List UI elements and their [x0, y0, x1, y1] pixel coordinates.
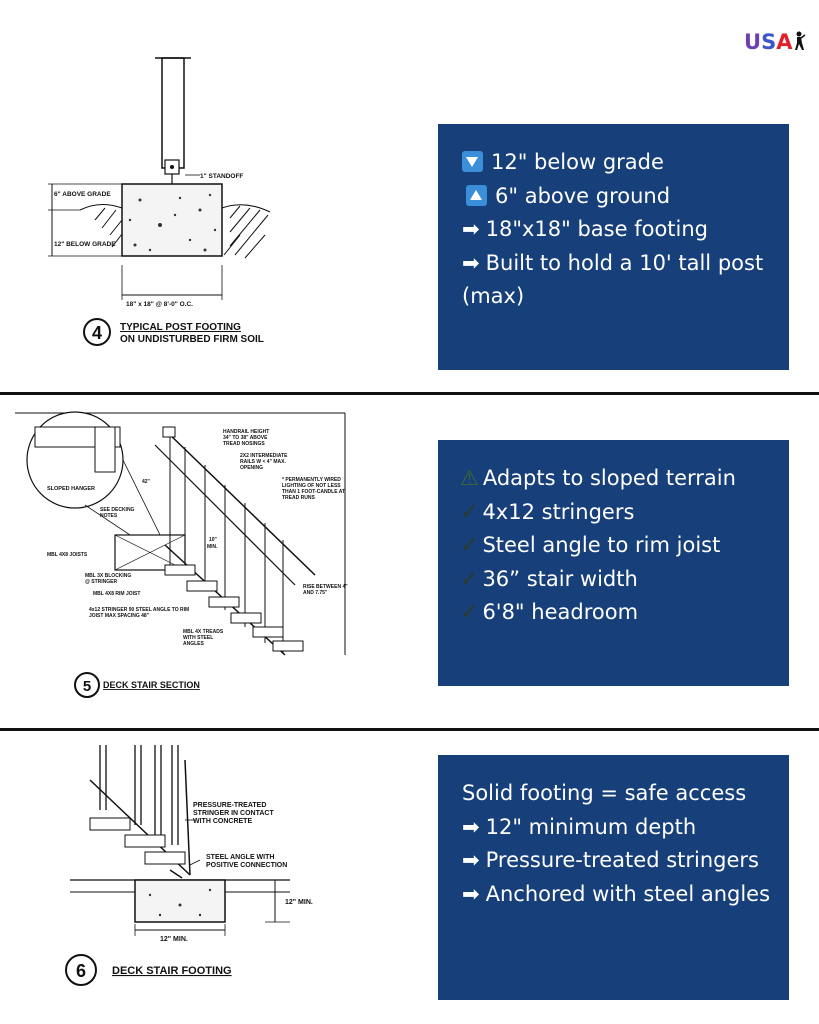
svg-text:LIGHTING OF NOT LESS: LIGHTING OF NOT LESS: [282, 483, 341, 489]
info-row: ✓36” stair width: [460, 566, 638, 592]
logo-letter-s: S: [761, 30, 777, 54]
diagram-title: DECK STAIR FOOTING: [112, 965, 232, 977]
usa-logo: USA: [744, 30, 806, 54]
stair-footing-info-panel: Solid footing = safe access ➡12" minimum…: [438, 755, 789, 1000]
info-row: 12" below grade: [462, 146, 779, 180]
svg-text:JOIST MAX SPACING 48": JOIST MAX SPACING 48": [89, 613, 150, 619]
sloped-hanger-note: SLOPED HANGER: [47, 486, 95, 492]
standoff-note: 1" STANDOFF: [200, 173, 243, 180]
svg-text:NOTES: NOTES: [100, 513, 118, 519]
pressure-treated-note: PRESSURE-TREATED: [193, 802, 266, 809]
info-row: ➡Anchored with steel angles: [462, 878, 779, 912]
svg-text:STRINGER IN CONTACT: STRINGER IN CONTACT: [193, 810, 274, 817]
lighting-note: * PERMANENTLY WIRED: [282, 477, 341, 483]
joists-note: MBL 4X8 JOISTS: [47, 552, 88, 558]
right-arrow-icon: ➡: [462, 217, 480, 241]
svg-text:POSITIVE CONNECTION: POSITIVE CONNECTION: [206, 862, 287, 869]
svg-text:TREAD RUNS: TREAD RUNS: [282, 495, 315, 501]
info-row: ✓6'8" headroom: [460, 600, 639, 625]
svg-text:34" TO 38" ABOVE: 34" TO 38" ABOVE: [223, 435, 268, 441]
info-row: Solid footing = safe access: [462, 781, 747, 805]
deck-stair-section-diagram: SLOPED HANGER HANDRAIL HEIGHT 34" TO 38"…: [15, 411, 348, 698]
post-footing-diagram: 1" STANDOFF 6" ABOVE GRADE 12" BELOW GRA…: [48, 57, 271, 346]
up-arrow-box-icon: [466, 184, 487, 206]
handrail-note: HANDRAIL HEIGHT: [223, 429, 269, 435]
check-icon: ✓: [460, 566, 479, 592]
right-arrow-icon: ➡: [462, 814, 480, 839]
above-grade-note: 6" ABOVE GRADE: [54, 191, 111, 198]
svg-text:@ STRINGER: @ STRINGER: [85, 579, 117, 585]
svg-text:WITH STEEL: WITH STEEL: [183, 635, 213, 641]
info-row: ➡12" minimum depth: [462, 811, 779, 845]
logo-letter-a: A: [776, 30, 793, 54]
info-row: ➡18"x18" base footing: [462, 213, 779, 247]
section-divider: [0, 392, 819, 395]
check-icon: ✓: [460, 499, 479, 525]
info-row: ➡Built to hold a 10' tall post (max): [462, 247, 779, 314]
diagram-subtitle: ON UNDISTURBED FIRM SOIL: [120, 334, 264, 345]
below-grade-note: 12" BELOW GRADE: [54, 241, 116, 248]
steel-angle-note: STEEL ANGLE WITH: [206, 854, 274, 861]
down-arrow-box-icon: [462, 151, 483, 172]
worker-figure-icon: [795, 31, 806, 50]
info-row: ✓Steel angle to rim joist: [460, 533, 721, 558]
height-note: 42": [142, 479, 151, 485]
rise-note: RISE BETWEEN 4": [303, 584, 348, 590]
stair-section-info-panel: ⚠Adapts to sloped terrain ✓4x12 stringer…: [438, 440, 789, 686]
tread-min-note: 10": [209, 537, 218, 543]
svg-text:ANGLES: ANGLES: [183, 641, 205, 647]
treads-note: MBL 4X TREADS: [183, 629, 224, 635]
logo-letter-u: U: [744, 30, 762, 54]
svg-text:TREAD NOSINGS: TREAD NOSINGS: [223, 441, 265, 447]
decking-note: SEE DECKING: [100, 507, 135, 513]
footing-dimension-note: 18" x 18" @ 8'-0" O.C.: [126, 301, 193, 308]
post-footing-info-panel: 12" below grade 6" above ground ➡18"x18"…: [438, 124, 789, 370]
width-min-note: 12" MIN.: [160, 936, 188, 943]
section-number: 5: [83, 678, 91, 695]
diagram-title: TYPICAL POST FOOTING: [120, 322, 241, 333]
warning-icon: ⚠: [460, 466, 479, 490]
depth-min-note: 12" MIN.: [285, 899, 313, 906]
stringer-note: 4x12 STRINGER 90 STEEL ANGLE TO RIM: [89, 607, 189, 613]
right-arrow-icon: ➡: [462, 881, 480, 906]
check-icon: ✓: [460, 533, 479, 558]
intermediate-rails-note: 2X2 INTERMEDIATE: [240, 453, 288, 459]
svg-text:RAILS W < 4" MAX.: RAILS W < 4" MAX.: [240, 459, 286, 465]
info-row: 6" above ground: [462, 180, 779, 214]
deck-stair-footing-diagram: PRESSURE-TREATED STRINGER IN CONTACT WIT…: [65, 745, 313, 986]
svg-text:WITH CONCRETE: WITH CONCRETE: [193, 818, 252, 825]
blocking-note: MBL 3X BLOCKING: [85, 573, 131, 579]
right-arrow-icon: ➡: [462, 848, 480, 872]
info-row: ➡Pressure-treated stringers: [462, 844, 779, 878]
svg-text:THAN 1 FOOT-CANDLE AT: THAN 1 FOOT-CANDLE AT: [282, 489, 345, 495]
check-icon: ✓: [460, 600, 479, 625]
right-arrow-icon: ➡: [462, 250, 480, 275]
svg-text:OPENING: OPENING: [240, 465, 263, 471]
svg-text:MIN.: MIN.: [207, 544, 218, 550]
info-row: ⚠Adapts to sloped terrain: [460, 462, 779, 496]
info-row: ✓4x12 stringers: [460, 499, 635, 525]
diagram-title: DECK STAIR SECTION: [103, 680, 200, 690]
rim-joist-note: MBL 4X8 RIM JOIST: [93, 591, 140, 597]
svg-text:AND 7.75": AND 7.75": [303, 590, 328, 596]
section-number: 4: [92, 323, 102, 343]
section-divider: [0, 728, 819, 731]
section-number: 6: [76, 961, 86, 981]
